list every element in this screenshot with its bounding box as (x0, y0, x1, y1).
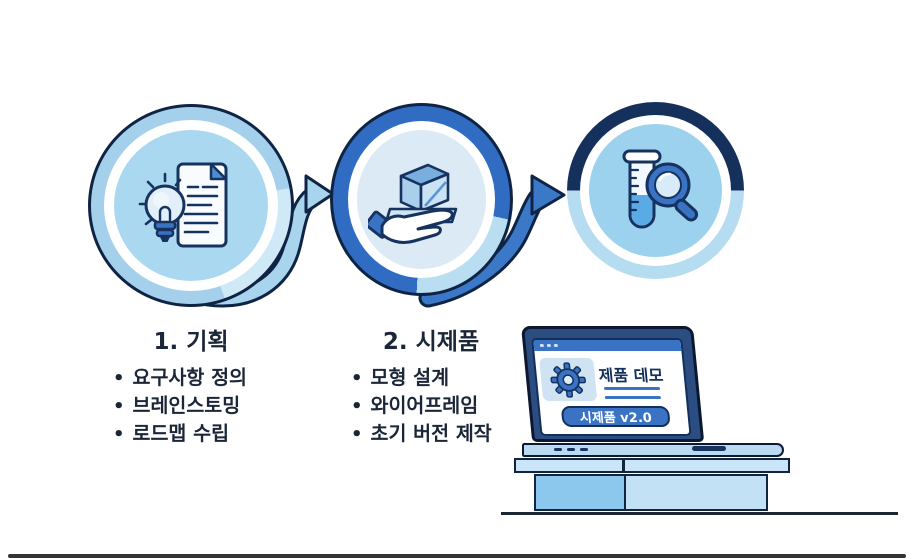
titlebar-dot (539, 343, 544, 348)
hinge-notch (692, 446, 726, 451)
bullet-item: • 와이어프레임 (351, 392, 524, 420)
titlebar-dot (546, 343, 551, 348)
laptop-illustration: 제품 데모 시제품 v2.0 (505, 322, 905, 532)
window-titlebar (533, 340, 682, 351)
testtube-magnifier-icon (622, 149, 698, 228)
prototype-version-button: 시제품 v2.0 (560, 406, 671, 427)
circle-inner (357, 130, 486, 269)
bullet-dot: • (113, 368, 125, 390)
desk-top-divider (622, 460, 625, 471)
bullet-label: 요구사항 정의 (132, 366, 247, 390)
laptop-screen: 제품 데모 시제품 v2.0 (521, 326, 705, 442)
bullet-label: 브레인스토밍 (132, 394, 241, 418)
step-1-title: 1. 기획 (153, 329, 229, 355)
bottom-border-line (8, 554, 906, 558)
vent-dash (554, 448, 562, 451)
bullet-item: • 요구사항 정의 (113, 364, 282, 392)
browser-window: 제품 데모 시제품 v2.0 (531, 338, 692, 436)
curved-arrow-1-icon (198, 174, 335, 308)
step-2-text: 2. 시제품 • 모형 설계 • 와이어프레임 • 초기 버전 제작 (338, 329, 524, 448)
titlebar-dot (553, 343, 558, 348)
bullet-item: • 로드맵 수립 (113, 420, 282, 448)
desk-body (534, 474, 768, 511)
circle-inner (589, 124, 722, 257)
step-2-bullet-list: • 모형 설계 • 와이어프레임 • 초기 버전 제작 (338, 364, 524, 448)
window-title: 제품 데모 (597, 366, 665, 385)
laptop-base (522, 443, 784, 457)
bullet-label: 모형 설계 (370, 366, 450, 390)
curved-arrow-2-icon (418, 174, 566, 308)
step-circle-prototype (330, 103, 513, 296)
bullet-dot: • (351, 396, 363, 418)
bullet-item: • 초기 버전 제작 (351, 420, 524, 448)
bullet-dot: • (113, 396, 125, 418)
hand-prototype-icon (367, 163, 457, 244)
bullet-label: 로드맵 수립 (132, 422, 230, 446)
step-1-bullet-list: • 요구사항 정의 • 브레인스토밍 • 로드맵 수립 (100, 364, 282, 448)
bullet-item: • 브레인스토밍 (113, 392, 282, 420)
desk-top (514, 458, 790, 473)
bullet-item: • 모형 설계 (351, 364, 524, 392)
bullet-dot: • (351, 368, 363, 390)
vent-dash (567, 448, 575, 451)
step-circle-testing (567, 102, 744, 279)
circle-inner (114, 130, 268, 281)
step-circle-planning (88, 104, 294, 307)
gear-icon (550, 361, 586, 398)
desk-drawer-right (624, 476, 766, 509)
desk-drawer-left (536, 476, 624, 509)
bullet-label: 초기 버전 제작 (370, 422, 492, 446)
bullet-dot: • (113, 424, 125, 446)
lightbulb-document-icon (138, 162, 228, 247)
step-2-title: 2. 시제품 (382, 329, 480, 355)
bullet-dot: • (351, 424, 363, 446)
text-line (603, 387, 661, 390)
bullet-label: 와이어프레임 (370, 394, 479, 418)
ground-line (501, 512, 898, 515)
gear-panel (539, 358, 598, 401)
vent-dash (580, 448, 588, 451)
text-line (604, 396, 662, 399)
step-1-text: 1. 기획 • 요구사항 정의 • 브레인스토밍 • 로드맵 수립 (100, 329, 282, 448)
